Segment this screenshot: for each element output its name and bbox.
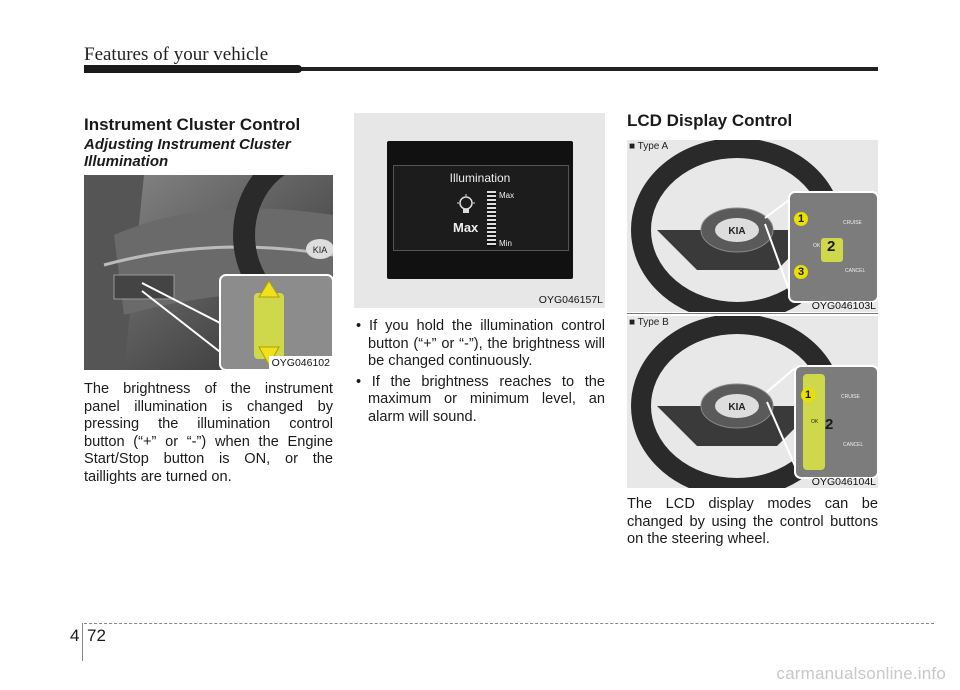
header-rule bbox=[84, 67, 878, 71]
illumination-icon bbox=[457, 194, 475, 213]
paragraph-brightness: The brightness of the instrument panel i… bbox=[84, 381, 333, 485]
callout-2: 2 bbox=[825, 416, 834, 433]
steering-wheel-type-b-figure: KIA 1 2 OK CRUISE CANCEL ■ Type B OYG046… bbox=[627, 316, 878, 488]
cancel-label: CANCEL bbox=[845, 268, 866, 274]
lcd-screen: Illumination Max Max Min bbox=[387, 141, 573, 279]
ok-label: OK bbox=[813, 243, 821, 249]
figure-divider bbox=[627, 313, 878, 314]
cancel-label: CANCEL bbox=[843, 442, 864, 448]
section-heading-instrument-cluster: Instrument Cluster Control bbox=[84, 115, 301, 134]
section-heading-lcd-display: LCD Display Control bbox=[627, 111, 793, 130]
image-code-3: OYG046103L bbox=[811, 300, 876, 312]
cruise-label: CRUISE bbox=[843, 220, 862, 226]
brightness-scale-bar bbox=[487, 191, 496, 247]
bullet-item: • If you hold the illumination control b… bbox=[356, 318, 605, 369]
scale-min-label: Min bbox=[499, 239, 512, 248]
svg-text:KIA: KIA bbox=[728, 402, 745, 413]
callout-1: 1 bbox=[801, 388, 815, 402]
lcd-level-value: Max bbox=[453, 220, 479, 235]
ok-label: OK bbox=[811, 419, 819, 425]
watermark: carmanualsonline.info bbox=[776, 664, 946, 683]
type-b-label: ■ Type B bbox=[629, 317, 669, 328]
lcd-title: Illumination bbox=[449, 171, 511, 185]
bullet-item: • If the brightness reaches to the maxim… bbox=[356, 373, 605, 425]
footer-rule bbox=[84, 623, 934, 624]
callout-1: 1 bbox=[794, 212, 808, 226]
lcd-inner-panel bbox=[393, 165, 569, 251]
footer-divider bbox=[82, 623, 83, 661]
image-code-1: OYG046102 bbox=[268, 356, 333, 370]
bullet-list: • If you hold the illumination control b… bbox=[354, 318, 605, 426]
svg-text:KIA: KIA bbox=[728, 226, 745, 237]
header-rule-accent bbox=[84, 65, 302, 73]
image-code-4: OYG046104L bbox=[811, 476, 876, 488]
cluster-display-figure: Illumination Max Max Min OYG046157L bbox=[354, 113, 605, 308]
callout-3: 3 bbox=[794, 265, 808, 279]
scale-max-label: Max bbox=[499, 191, 515, 200]
steering-wheel-a-illustration: KIA bbox=[631, 140, 878, 312]
svg-text:KIA: KIA bbox=[313, 245, 328, 255]
page-number: 72 bbox=[87, 626, 106, 645]
image-code-2: OYG046157L bbox=[538, 294, 603, 306]
steering-wheel-type-a-figure: KIA 1 2 3 OK CRUISE CANCEL ■ Type A OYG0… bbox=[627, 140, 878, 312]
page-header-title: Features of your vehicle bbox=[84, 44, 269, 65]
subheading-illumination: Adjusting Instrument Cluster Illuminatio… bbox=[84, 136, 291, 170]
type-a-label: ■ Type A bbox=[629, 141, 669, 152]
paragraph-lcd-modes: The LCD display modes can be changed by … bbox=[627, 496, 878, 547]
cruise-label: CRUISE bbox=[841, 394, 860, 400]
section-number: 4 bbox=[70, 626, 80, 645]
callout-2: 2 bbox=[827, 238, 836, 255]
steering-wheel-b-illustration: KIA bbox=[631, 316, 878, 488]
dashboard-illustration: KIA bbox=[84, 175, 333, 370]
dashboard-photo: KIA OYG046102 bbox=[84, 175, 333, 370]
